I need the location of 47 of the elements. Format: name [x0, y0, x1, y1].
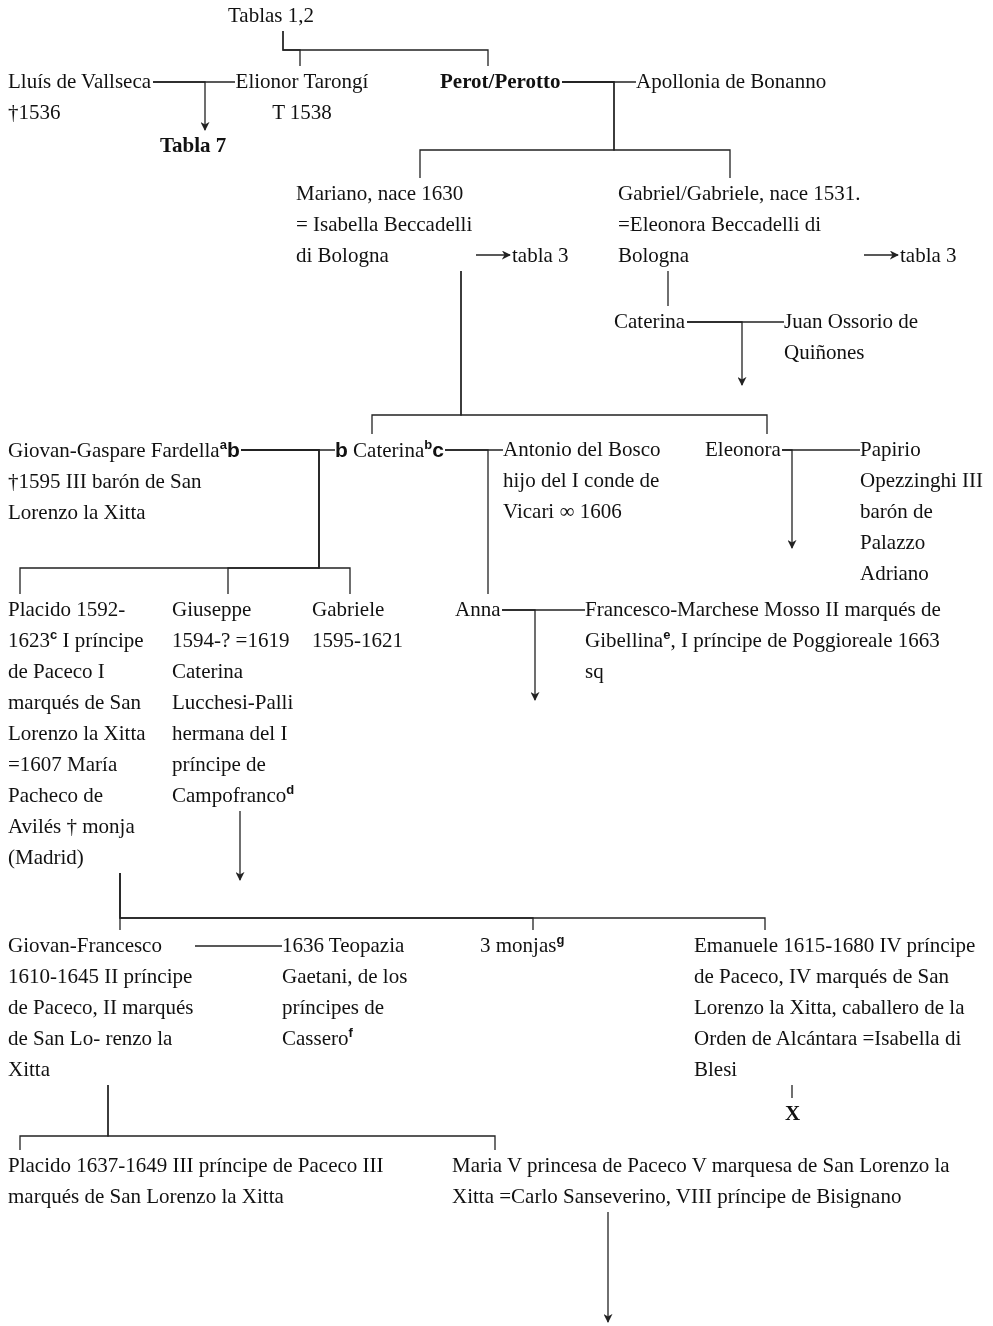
arrow [603, 1211, 613, 1323]
arrow [235, 810, 245, 881]
descent-line [667, 270, 669, 307]
arrow [863, 250, 899, 260]
person-entry: Papirio Opezzinghi III barón de Palazzo Adriano [860, 434, 985, 589]
person-entry: Placido 1592-1623$^{c}$ I príncipe de Paceco I marqués de San Lorenzo la Xitta =1607 María Pacheco de Avilés † monja (Madrid) [8, 594, 147, 873]
table-reference: tabla 3 [512, 240, 570, 271]
descent-line [240, 449, 351, 595]
marriage-line [194, 945, 283, 947]
person-entry: b Caterina$^{b}$c [335, 434, 445, 466]
arrow [152, 81, 210, 131]
person-entry: 1636 Teopazia Gaetani, de los príncipes de Cassero$^{f}$ [282, 930, 409, 1054]
person-entry: Apollonia de Bonanno [636, 66, 828, 97]
descent-line [791, 1084, 793, 1099]
person-entry: 3 monjas$^{g}$ [480, 930, 566, 961]
person-entry: Gabriele 1595-1621 [312, 594, 404, 656]
person-entry: Placido 1637-1649 III príncipe de Paceco III marqués de San Lorenzo la Xitta [8, 1150, 385, 1212]
descent-line [282, 30, 489, 67]
arrow [686, 321, 747, 386]
person-entry: Elionor Tarongí T 1538 [235, 66, 369, 128]
person-entry: Caterina [614, 306, 687, 337]
table-reference: Tabla 7 [160, 130, 228, 161]
arrow [475, 250, 511, 260]
unknown-marker: X [785, 1098, 802, 1129]
person-entry: Lluís de Vallseca †1536 [8, 66, 153, 128]
arrow [501, 609, 540, 701]
person-entry: Giovan-Francesco 1610-1645 II príncipe de Paceco, II marqués de San Lo- renzo la Xitta [8, 930, 195, 1085]
person-entry: Francesco-Marchese Mosso II marqués de Gibellina$^{e}$, I príncipe de Poggioreale 1663 sq [585, 594, 942, 687]
descent-line [107, 1084, 496, 1151]
person-entry: Eleonora [705, 434, 782, 465]
person-entry: Perot/Perotto [440, 66, 562, 97]
descent-line [119, 872, 766, 931]
person-entry: Maria V princesa de Paceco V marquesa de San Lorenzo la Xitta =Carlo Sanseverino, VIII príncipe de Bisignano [452, 1150, 951, 1212]
person-entry: Juan Ossorio de Quiñones [784, 306, 920, 368]
descent-line [444, 449, 489, 595]
person-entry: Giovan-Gaspare Fardella$^{a}$b †1595 III barón de San Lorenzo la Xitta [8, 434, 241, 528]
person-entry: Antonio del Bosco hijo del I conde de Vicari ∞ 1606 [503, 434, 662, 527]
person-entry: Mariano, nace 1630 = Isabella Beccadelli di Bologna [296, 178, 474, 271]
person-entry: Giuseppe 1594-? =1619 Caterina Lucchesi-Palli hermana del I príncipe de Campofranco$^{d}$ [172, 594, 296, 811]
person-entry: Emanuele 1615-1680 IV príncipe de Paceco, IV marqués de San Lorenzo la Xitta, caballero de la Orden de Alcántara =Isabella di Blesi [694, 930, 977, 1085]
arrow [781, 449, 797, 549]
person-entry: Gabriel/Gabriele, nace 1531. =Eleonora Beccadelli di Bologna [618, 178, 862, 271]
table-reference: Tablas 1,2 [228, 0, 316, 31]
descent-line [460, 270, 768, 435]
person-entry: Anna [455, 594, 502, 625]
descent-line [561, 81, 731, 179]
table-reference: tabla 3 [900, 240, 958, 271]
